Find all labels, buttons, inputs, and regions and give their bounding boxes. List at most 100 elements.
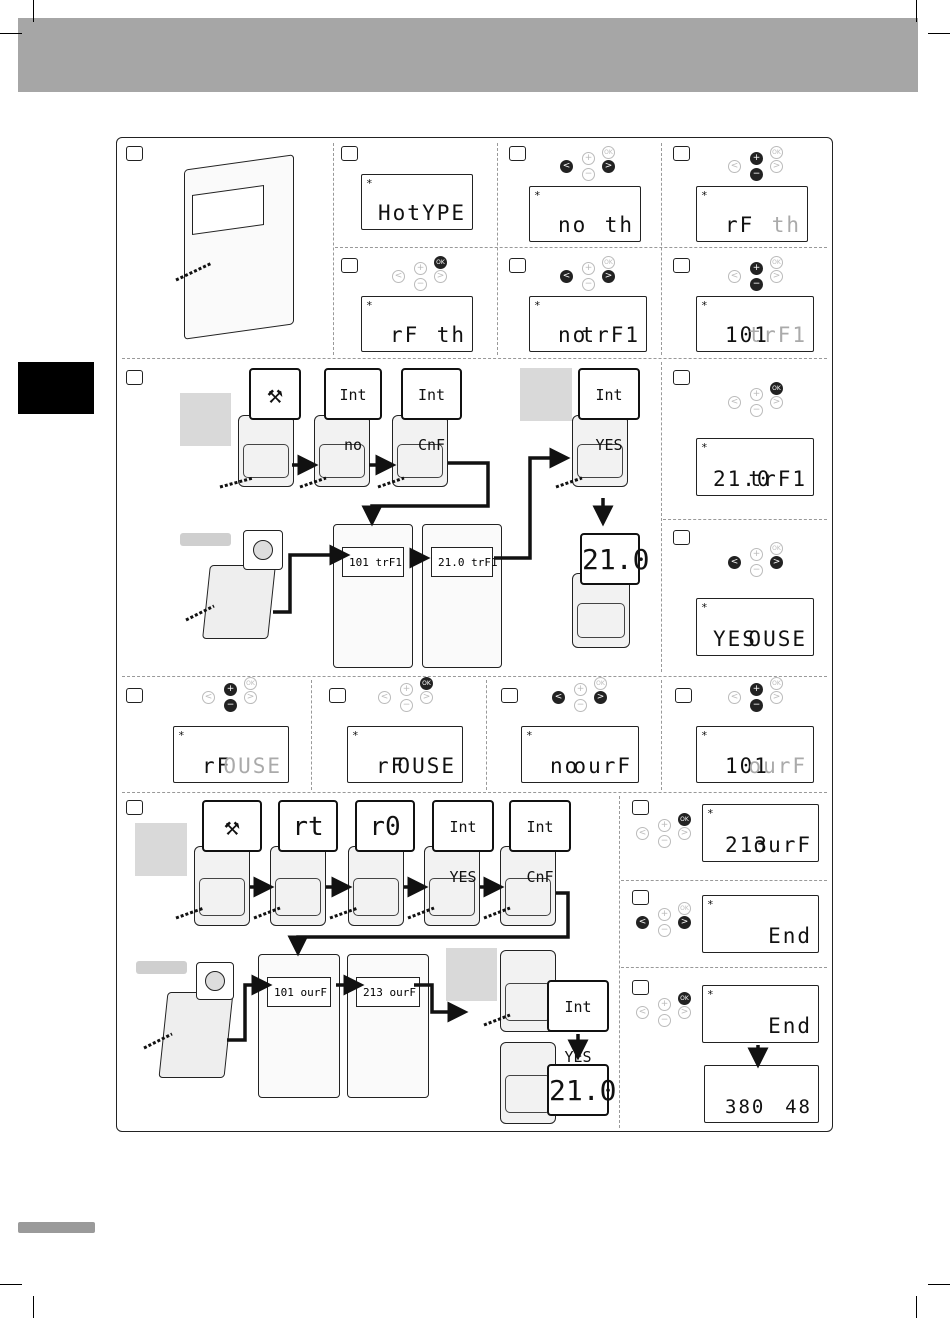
header-band	[18, 18, 918, 92]
plus-button[interactable]: +	[750, 262, 763, 275]
lcd-final-status: 380 48	[704, 1065, 819, 1123]
minus-button[interactable]: −	[750, 168, 763, 181]
minus-button[interactable]: −	[750, 699, 763, 712]
right-button[interactable]: >	[770, 691, 783, 704]
left-button[interactable]: <	[560, 160, 573, 173]
minus-button[interactable]: −	[400, 699, 413, 712]
plus-button[interactable]: +	[414, 262, 427, 275]
minus-button[interactable]: −	[658, 1014, 671, 1027]
bubble-temp-210: 21.0	[580, 533, 649, 585]
right-button[interactable]: >	[770, 160, 783, 173]
plus-button[interactable]: +	[400, 683, 413, 696]
minus-button[interactable]: −	[750, 564, 763, 577]
lcd-rf-ouse: * rF OUSE	[347, 726, 463, 783]
side-tab	[18, 362, 94, 414]
crop-mark	[33, 1296, 34, 1318]
ok-button[interactable]: OK	[770, 542, 783, 555]
lcd-end-1: * End	[702, 895, 819, 953]
plus-button[interactable]: +	[750, 152, 763, 165]
minus-button[interactable]: −	[658, 924, 671, 937]
plus-button[interactable]: +	[750, 683, 763, 696]
right-button[interactable]: >	[770, 270, 783, 283]
crop-mark	[33, 0, 34, 22]
left-button[interactable]: <	[728, 691, 741, 704]
right-button[interactable]: >	[434, 270, 447, 283]
tools-icon: ⚒	[249, 368, 301, 420]
left-button[interactable]: <	[378, 691, 391, 704]
plus-button[interactable]: +	[750, 548, 763, 561]
lcd-213-ourf: * 213 ourF	[702, 804, 819, 862]
left-button[interactable]: <	[728, 160, 741, 173]
minus-button[interactable]: −	[582, 168, 595, 181]
ok-button[interactable]: OK	[678, 902, 691, 915]
plus-button[interactable]: +	[224, 683, 237, 696]
minus-button[interactable]: −	[574, 699, 587, 712]
right-button[interactable]: >	[770, 556, 783, 569]
tools-icon: ⚒	[202, 800, 262, 852]
ok-button[interactable]: OK	[770, 382, 783, 395]
lcd-no-ourf: * no ourF	[521, 726, 639, 783]
left-button[interactable]: <	[202, 691, 215, 704]
left-button[interactable]: <	[636, 916, 649, 929]
left-button[interactable]: <	[728, 396, 741, 409]
ok-button[interactable]: OK	[770, 677, 783, 690]
controller-4: 213 ourF	[347, 954, 429, 1098]
minus-button[interactable]: −	[658, 835, 671, 848]
ok-button[interactable]: OK	[770, 146, 783, 159]
minus-button[interactable]: −	[224, 699, 237, 712]
right-button[interactable]: >	[244, 691, 257, 704]
lcd-no-trf1: * no trF1	[529, 296, 647, 352]
right-button[interactable]: >	[420, 691, 433, 704]
page-number-tab	[18, 1222, 95, 1233]
crop-mark	[0, 33, 22, 34]
plus-button[interactable]: +	[574, 683, 587, 696]
right-button[interactable]: >	[678, 916, 691, 929]
ok-button[interactable]: OK	[420, 677, 433, 690]
bubble-temp-210-b: 21.0	[547, 1064, 616, 1116]
plus-button[interactable]: +	[658, 998, 671, 1011]
bubble-int-cnf-2: Int CnF	[509, 800, 571, 886]
right-button[interactable]: >	[602, 160, 615, 173]
left-button[interactable]: <	[560, 270, 573, 283]
lcd-101-ourf: * 101 ourF	[696, 726, 814, 783]
grey-label	[136, 961, 187, 974]
left-button[interactable]: <	[392, 270, 405, 283]
right-button[interactable]: >	[678, 1006, 691, 1019]
ok-button[interactable]: OK	[678, 813, 691, 826]
bubble-int-cnf: Int CnF	[401, 368, 462, 454]
ok-button[interactable]: OK	[602, 146, 615, 159]
left-button[interactable]: <	[728, 270, 741, 283]
minus-button[interactable]: −	[414, 278, 427, 291]
right-button[interactable]: >	[594, 691, 607, 704]
minus-button[interactable]: −	[582, 278, 595, 291]
plus-button[interactable]: +	[582, 152, 595, 165]
minus-button[interactable]: −	[750, 278, 763, 291]
ok-button[interactable]: OK	[678, 992, 691, 1005]
plus-button[interactable]: +	[750, 388, 763, 401]
bubble-int-yes-2: Int YES	[432, 800, 494, 886]
plus-button[interactable]: +	[658, 908, 671, 921]
left-button[interactable]: <	[636, 1006, 649, 1019]
thermostat	[572, 573, 630, 648]
lcd-hot-type: * Hot tYPE	[361, 174, 473, 230]
right-button[interactable]: >	[678, 827, 691, 840]
thermostat	[238, 415, 294, 487]
ok-button[interactable]: OK	[434, 256, 447, 269]
crop-mark	[928, 1284, 950, 1285]
plus-button[interactable]: +	[658, 819, 671, 832]
lcd-101-trf1: * 101 trF1	[696, 296, 814, 352]
right-button[interactable]: >	[602, 270, 615, 283]
plus-button[interactable]: +	[582, 262, 595, 275]
left-button[interactable]: <	[728, 556, 741, 569]
left-button[interactable]: <	[636, 827, 649, 840]
ok-button[interactable]: OK	[244, 677, 257, 690]
minus-button[interactable]: −	[750, 404, 763, 417]
led-icon	[243, 530, 283, 570]
left-button[interactable]: <	[552, 691, 565, 704]
ok-button[interactable]: OK	[770, 256, 783, 269]
grey-placeholder	[135, 823, 187, 876]
ok-button[interactable]: OK	[594, 677, 607, 690]
ok-button[interactable]: OK	[602, 256, 615, 269]
right-button[interactable]: >	[770, 396, 783, 409]
